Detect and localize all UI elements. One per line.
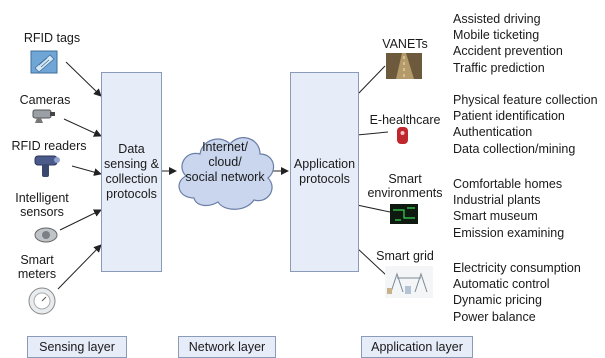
application-item: Physical feature collection <box>453 93 598 107</box>
power-grid-icon <box>385 266 433 303</box>
source-label-rfid-readers: RFID readers <box>11 139 87 153</box>
road-traffic-icon <box>386 53 422 84</box>
application-item: Comfortable homes <box>453 177 563 191</box>
application-item: Power balance <box>453 309 536 324</box>
camera-icon <box>31 107 57 130</box>
arrow-rfid-tags <box>65 61 102 97</box>
domain-label-smart-environments: Smart environments <box>367 172 443 200</box>
application-item: Emission examining <box>453 225 565 240</box>
arrow-intelligent-sensors <box>59 209 102 231</box>
arrow-ehealthcare <box>356 131 389 136</box>
application-layer-label: Application layer <box>361 336 473 358</box>
source-label-smart-meters: Smart meters <box>17 253 57 281</box>
smart-grid-applications: Electricity consumption Automatic contro… <box>453 260 581 325</box>
sensing-layer-label: Sensing layer <box>27 336 127 358</box>
application-item: Automatic control <box>453 277 550 292</box>
application-item: Data collection/mining <box>453 141 576 156</box>
arrow-smart-grid <box>356 247 387 276</box>
application-item: Traffic prediction <box>453 60 545 75</box>
arrow-rfid-readers <box>71 165 102 176</box>
circuit-board-icon <box>390 204 418 229</box>
rfid-reader-icon <box>33 153 63 184</box>
application-item: Patient identification <box>453 109 565 124</box>
domain-label-vanets: VANETs <box>382 37 428 51</box>
cloud-label: Internet/ cloud/ social network <box>185 140 265 184</box>
ehealthcare-applications: Physical feature collection Patient iden… <box>453 92 598 157</box>
network-layer-label: Network layer <box>178 336 276 358</box>
source-label-rfid-tags: RFID tags <box>23 31 81 45</box>
sensor-icon <box>32 225 60 250</box>
application-item: Mobile ticketing <box>453 28 540 43</box>
smart-environments-applications: Comfortable homes Industrial plants Smar… <box>453 176 564 241</box>
arrow-smart-env <box>356 204 391 213</box>
arrow-cameras <box>63 118 102 137</box>
application-item: Dynamic pricing <box>453 293 542 308</box>
application-item: Electricity consumption <box>453 261 581 275</box>
application-item: Authentication <box>453 125 533 140</box>
domain-label-ehealthcare: E-healthcare <box>369 113 441 127</box>
vanets-applications: Assisted driving Mobile ticketing Accide… <box>453 11 563 76</box>
application-item: Accident prevention <box>453 44 563 59</box>
application-item: Assisted driving <box>453 12 541 26</box>
arrow-smart-meters <box>57 244 102 290</box>
source-label-cameras: Cameras <box>19 93 71 107</box>
application-item: Industrial plants <box>453 193 541 208</box>
smart-meter-icon <box>27 286 57 321</box>
source-label-intelligent-sensors: Intelligent sensors <box>15 191 69 219</box>
domain-label-smart-grid: Smart grid <box>376 249 434 263</box>
application-protocols-box: Application protocols <box>290 72 359 272</box>
cloud-icon <box>178 137 275 210</box>
rfid-tag-icon <box>30 50 58 79</box>
arrow-vanets <box>356 65 386 96</box>
health-device-icon <box>393 125 413 152</box>
application-item: Smart museum <box>453 209 538 224</box>
data-sensing-protocols-box: Data sensing & collection protocols <box>101 72 162 272</box>
